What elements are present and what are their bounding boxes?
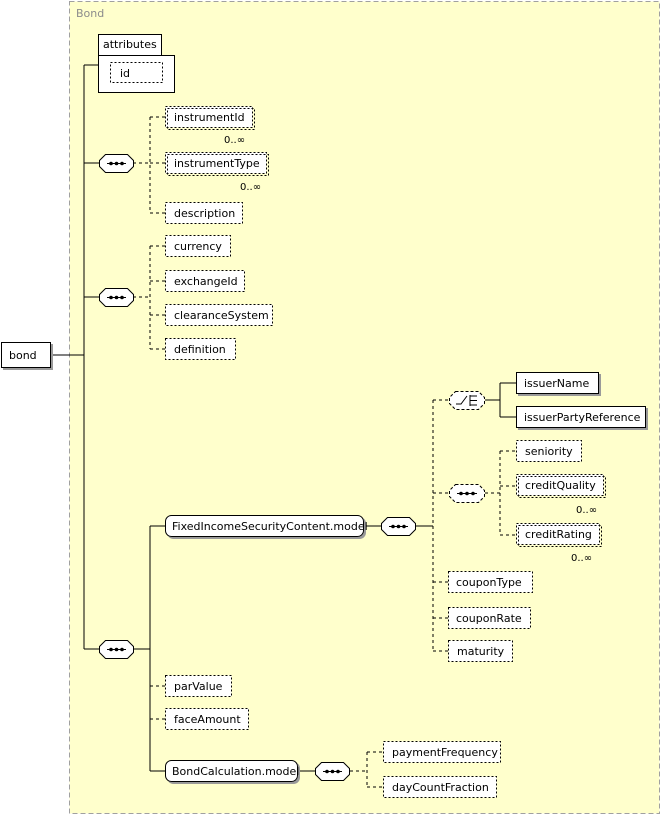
cardinality-label: 0..∞ — [240, 182, 261, 193]
element-label: creditQuality — [525, 479, 596, 492]
group-label: BondCalculation.model — [172, 765, 299, 778]
element-clearanceSystem[interactable]: clearanceSystem — [165, 304, 273, 326]
element-label: couponType — [456, 576, 522, 589]
element-maturity[interactable]: maturity — [448, 640, 513, 662]
element-dayCountFraction[interactable]: dayCountFraction — [383, 776, 497, 798]
element-definition[interactable]: definition — [165, 338, 236, 360]
element-label: seniority — [525, 445, 573, 458]
group-BondCalculation-model[interactable]: BondCalculation.model — [165, 760, 300, 782]
element-label: paymentFrequency — [392, 746, 498, 759]
element-parValue[interactable]: parValue — [165, 675, 232, 697]
attribute-id-box[interactable] — [110, 62, 163, 83]
choice-compositor-issuer[interactable] — [449, 391, 485, 410]
element-currency[interactable]: currency — [165, 235, 231, 257]
element-label: creditRating — [525, 528, 592, 541]
attribute-id-label: id — [120, 67, 130, 80]
element-label: faceAmount — [174, 713, 241, 726]
element-label: maturity — [457, 645, 505, 658]
element-instrumentId[interactable]: instrumentId 0..∞ — [165, 106, 255, 147]
element-creditQuality[interactable]: creditQuality 0..∞ — [516, 474, 606, 517]
cardinality-label: 0..∞ — [576, 505, 597, 516]
element-exchangeId[interactable]: exchangeId — [165, 270, 245, 292]
element-label: description — [174, 207, 235, 220]
element-instrumentType[interactable]: instrumentType 0..∞ — [165, 152, 269, 194]
sequence-compositor-2[interactable] — [99, 288, 134, 307]
element-label: instrumentId — [174, 111, 245, 124]
element-label: currency — [174, 240, 222, 253]
element-paymentFrequency[interactable]: paymentFrequency — [383, 741, 501, 763]
connectors — [51, 64, 516, 772]
element-label: dayCountFraction — [392, 781, 489, 794]
element-label: couponRate — [456, 612, 522, 625]
element-label: exchangeId — [174, 275, 238, 288]
element-faceAmount[interactable]: faceAmount — [165, 708, 249, 730]
element-description[interactable]: description — [165, 202, 243, 224]
group-FixedIncomeSecurityContent-model[interactable]: FixedIncomeSecurityContent.model — [165, 515, 368, 537]
cardinality-label: 0..∞ — [571, 553, 592, 564]
element-issuerName[interactable]: issuerName — [516, 372, 599, 394]
element-label: parValue — [174, 680, 223, 693]
sequence-compositor-fixed-income[interactable] — [381, 517, 416, 536]
element-creditRating[interactable]: creditRating 0..∞ — [516, 523, 602, 565]
element-couponRate[interactable]: couponRate — [448, 607, 531, 629]
cardinality-label: 0..∞ — [224, 135, 245, 146]
sequence-compositor-bond-calculation[interactable] — [315, 762, 350, 781]
sequence-compositor-credit[interactable] — [449, 484, 485, 503]
element-label: instrumentType — [174, 157, 260, 170]
group-label: FixedIncomeSecurityContent.model — [172, 520, 368, 533]
element-label: definition — [174, 343, 226, 356]
root-element-bond[interactable]: bond — [1, 342, 51, 368]
group-title: Bond — [76, 7, 104, 20]
optional-connectors — [133, 116, 516, 788]
sequence-compositor-1[interactable] — [99, 154, 134, 173]
element-label: issuerName — [524, 377, 589, 390]
attributes-box[interactable]: attributes id — [98, 34, 175, 93]
sequence-compositor-3[interactable] — [99, 640, 134, 659]
element-label: issuerPartyReference — [524, 411, 641, 424]
element-issuerPartyReference[interactable]: issuerPartyReference — [516, 406, 646, 428]
root-label: bond — [9, 349, 37, 362]
element-seniority[interactable]: seniority — [516, 440, 582, 462]
element-couponType[interactable]: couponType — [448, 571, 533, 593]
attributes-title: attributes — [103, 38, 157, 51]
element-label: clearanceSystem — [174, 309, 269, 322]
